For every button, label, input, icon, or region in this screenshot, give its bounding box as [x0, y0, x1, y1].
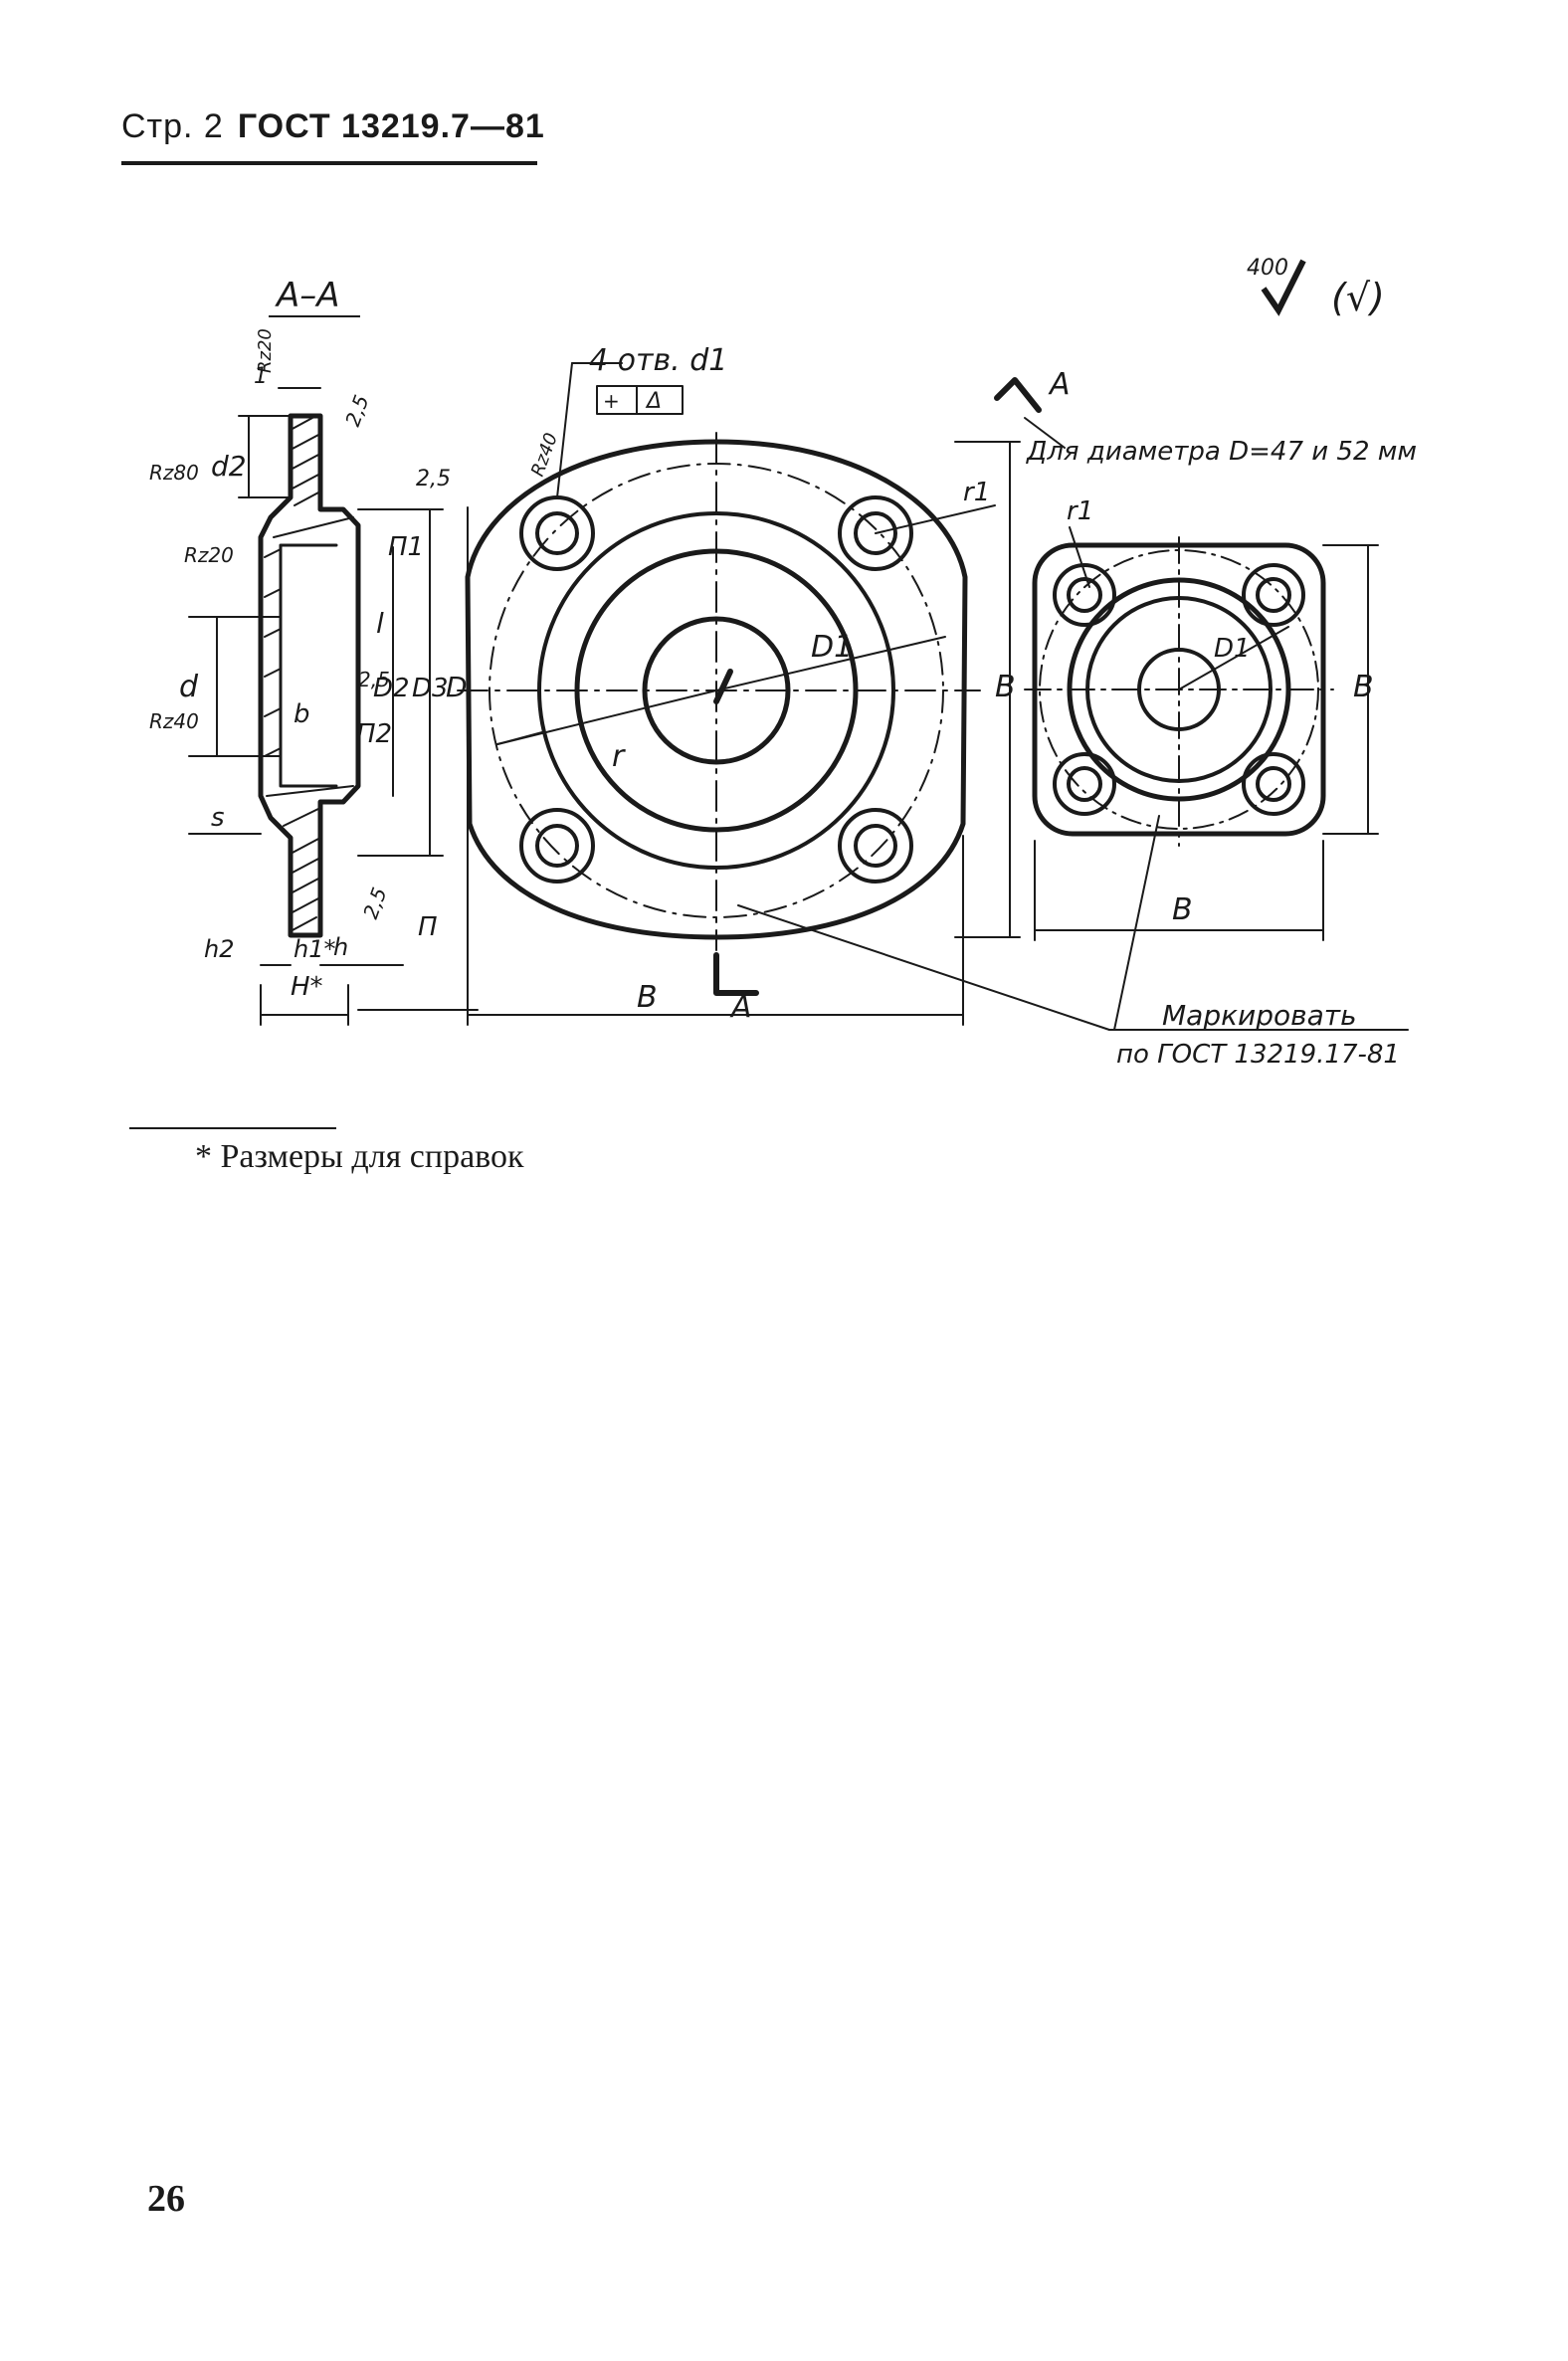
label-P2: П2 — [356, 719, 392, 749]
label-h2: h2 — [204, 935, 234, 963]
marking-note-line-2: по ГОСТ 13219.17-81 — [1116, 1040, 1400, 1070]
header-rule — [121, 161, 537, 165]
square-flange-view — [737, 526, 1409, 1031]
label-H: H* — [291, 972, 323, 1002]
label-D: D — [446, 671, 468, 703]
label-h: h — [333, 933, 348, 961]
label-B-square-bottom: B — [1172, 892, 1193, 927]
label-D1-square: D1 — [1214, 634, 1251, 664]
holes-note: 4 отв. d1 — [589, 343, 727, 378]
label-roughness-25-b: 2,5 — [358, 668, 390, 691]
label-roughness-25-c: 2,5 — [340, 392, 373, 430]
label-D2: D2 — [373, 674, 410, 703]
label-r1: r1 — [963, 478, 990, 507]
round-flange-view — [457, 362, 1066, 1026]
roughness-other: (√) — [1331, 276, 1385, 319]
marking-note-line-1: Маркировать — [1162, 999, 1357, 1032]
section-marker-bottom: A — [729, 990, 752, 1025]
label-B-side: B — [995, 670, 1016, 704]
label-s: s — [211, 803, 225, 833]
label-Rz20: Rz20 — [184, 543, 234, 567]
label-Rz40: Rz40 — [149, 709, 199, 733]
label-Rz40-flange: Rz40 — [527, 430, 562, 479]
label-B-square-side: B — [1353, 670, 1374, 704]
label-Rz20-top: Rz20 — [255, 328, 276, 373]
label-B-bottom: B — [637, 980, 658, 1015]
footnote: * Размеры для справок — [195, 1138, 524, 1175]
label-b: b — [294, 699, 310, 729]
technical-drawing: A–A 400 (√) 4 отв. d1 + Δ A A Для диамет… — [149, 256, 1417, 1070]
label-l: l — [376, 607, 384, 640]
label-r: r — [612, 739, 626, 774]
label-one: 1 — [254, 364, 268, 389]
section-marker-top: A — [1048, 367, 1071, 402]
tolerance-frame-symbol-1: + — [603, 389, 620, 413]
label-d: d — [179, 670, 199, 704]
label-roughness-25-a: 2,5 — [416, 467, 451, 492]
page-prefix: Стр. 2 — [121, 107, 224, 145]
label-P: П — [418, 912, 438, 942]
roughness-general-value: 400 — [1247, 256, 1288, 281]
label-r1-square: r1 — [1067, 496, 1093, 526]
roughness-check-icon — [1261, 259, 1306, 316]
standard-number: ГОСТ 13219.7—81 — [237, 107, 545, 145]
label-D3: D3 — [412, 674, 449, 703]
page-header: Стр. 2 ГОСТ 13219.7—81 — [121, 107, 545, 146]
footnote-rule — [129, 1127, 336, 1129]
tolerance-frame-symbol-2: Δ — [645, 389, 662, 414]
diameter-note: Для диаметра D=47 и 52 мм — [1026, 437, 1417, 467]
label-d2: d2 — [211, 450, 247, 483]
label-h1: h1* — [294, 935, 335, 963]
drawing-labels: A–A 400 (√) 4 отв. d1 + Δ A A Для диамет… — [149, 256, 1417, 1070]
label-D1: D1 — [811, 630, 853, 665]
label-Rz80: Rz80 — [149, 461, 199, 485]
label-roughness-25-d: 2,5 — [358, 885, 391, 922]
label-P1: П1 — [388, 532, 424, 562]
section-label: A–A — [275, 276, 340, 315]
page-number: 26 — [147, 2178, 185, 2220]
